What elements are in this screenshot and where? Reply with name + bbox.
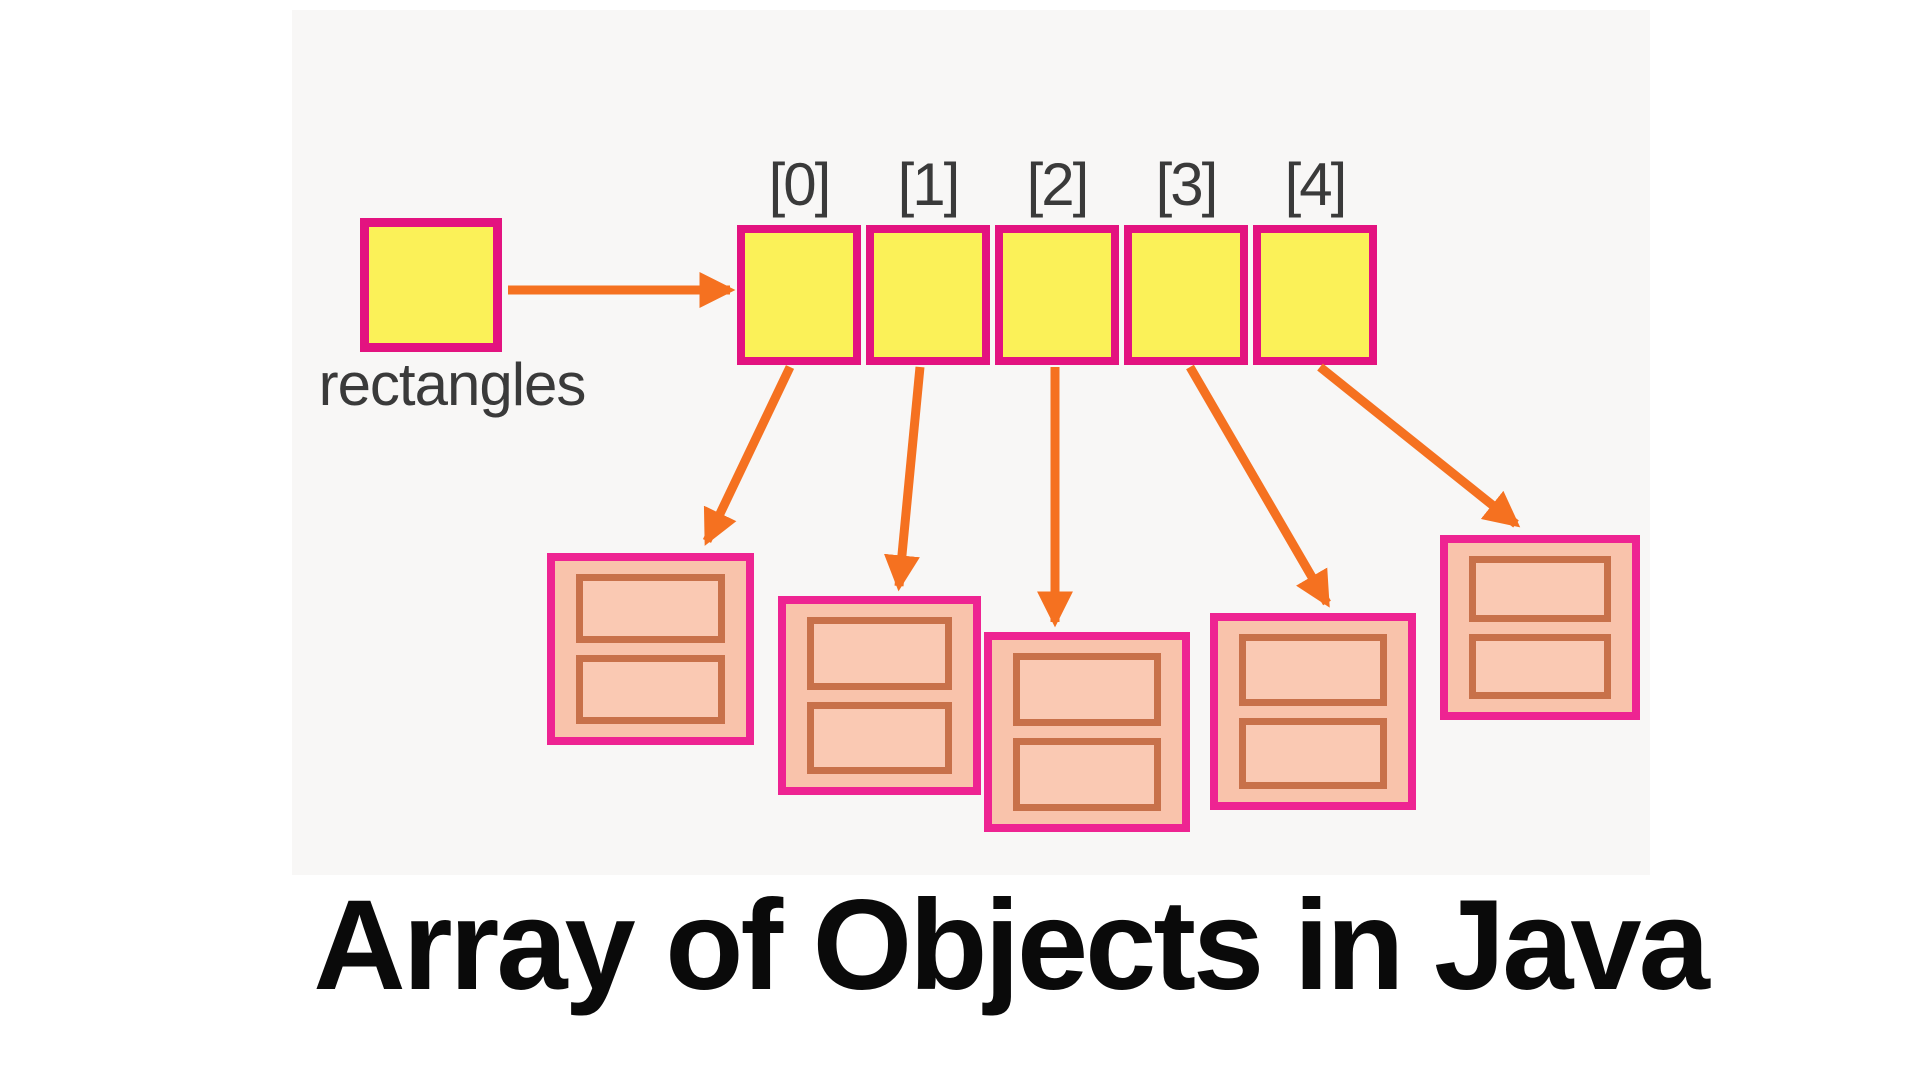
object-field-2-0 xyxy=(1013,653,1161,726)
array-cell-1 xyxy=(866,225,990,365)
rectangle-object-3 xyxy=(1210,613,1416,810)
object-field-3-0 xyxy=(1239,634,1387,706)
object-field-4-1 xyxy=(1469,633,1611,699)
array-reference-label: rectangles xyxy=(318,351,587,418)
diagram-title: Array of Objects in Java xyxy=(313,874,1709,1017)
rectangle-object-0 xyxy=(547,553,754,745)
object-field-1-0 xyxy=(807,617,952,690)
rectangle-object-4 xyxy=(1440,535,1640,720)
rectangle-object-1 xyxy=(778,596,981,795)
object-field-2-1 xyxy=(1013,738,1161,811)
array-cell-4 xyxy=(1253,225,1377,365)
object-field-3-1 xyxy=(1239,717,1387,789)
array-index-label-4: [4] xyxy=(1284,151,1348,218)
object-field-4-0 xyxy=(1469,556,1611,622)
array-cell-0 xyxy=(737,225,861,365)
object-field-1-1 xyxy=(807,701,952,774)
array-row xyxy=(737,225,1377,365)
rectangle-object-2 xyxy=(984,632,1190,832)
array-cell-3 xyxy=(1124,225,1248,365)
array-cell-2 xyxy=(995,225,1119,365)
array-index-label-2: [2] xyxy=(1026,151,1090,218)
array-index-label-0: [0] xyxy=(768,151,832,218)
array-reference-square xyxy=(360,218,502,352)
object-field-0-0 xyxy=(576,574,725,643)
array-index-label-3: [3] xyxy=(1155,151,1219,218)
object-field-0-1 xyxy=(576,655,725,724)
array-index-label-1: [1] xyxy=(897,151,961,218)
